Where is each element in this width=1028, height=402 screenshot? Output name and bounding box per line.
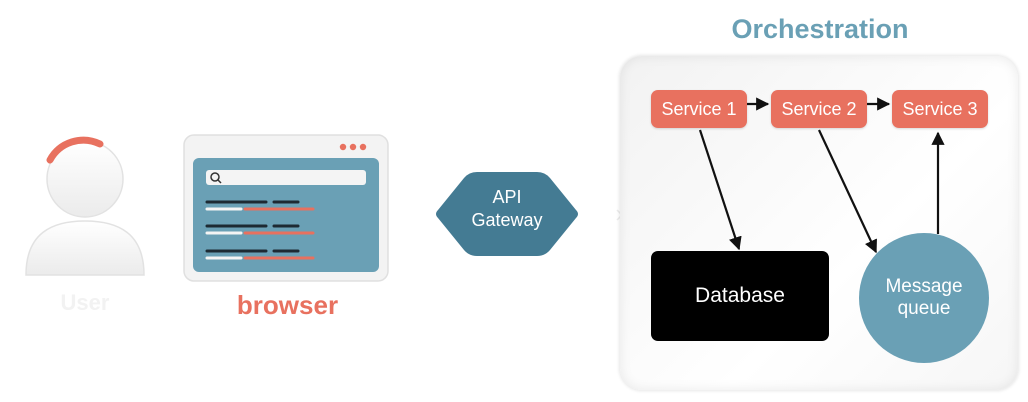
user-label: User [60, 290, 110, 315]
api-gateway-label: API Gateway [432, 186, 582, 232]
api-gateway-line1: API [492, 187, 522, 207]
database-box: Database [651, 251, 829, 341]
message-queue-circle: Message queue [859, 233, 989, 363]
orchestration-title: Orchestration [731, 14, 909, 44]
service-1-box: Service 1 [651, 90, 747, 128]
message-queue-line1: Message [885, 276, 963, 297]
service-2-box: Service 2 [771, 90, 867, 128]
browser-icon [183, 134, 389, 282]
service-3-box: Service 3 [892, 90, 988, 128]
browser-label: browser [236, 290, 339, 320]
api-gateway-line2: Gateway [471, 210, 543, 230]
message-queue-line2: queue [897, 298, 951, 319]
user-icon [25, 136, 145, 276]
api-gateway-shape [436, 172, 578, 256]
